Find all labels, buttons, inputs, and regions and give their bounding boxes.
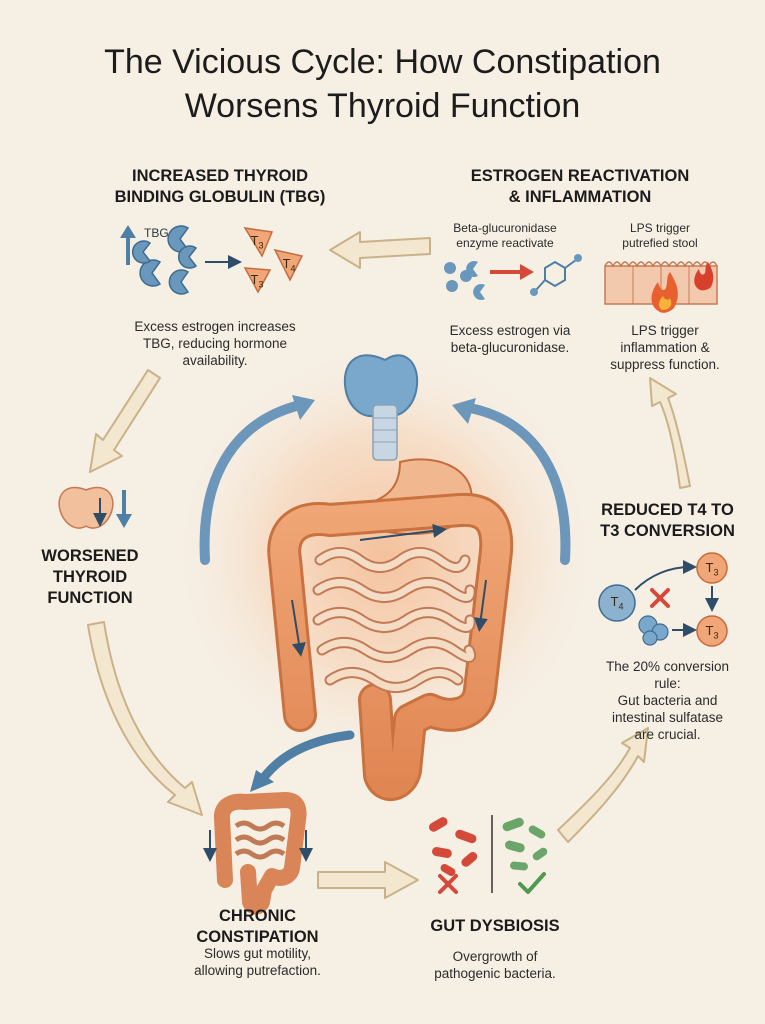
dysbiosis-heading: GUT DYSBIOSIS xyxy=(430,917,560,935)
tbg-description: Excess estrogen increases TBG, reducing … xyxy=(134,319,296,368)
cycle-arrow-tbg-to-worsened xyxy=(89,369,161,473)
estrogen-description-left: Excess estrogen via beta-glucuronidase. xyxy=(449,323,571,355)
cycle-arrow-dysbiosis-to-reduced xyxy=(557,727,649,843)
check-mark-icon xyxy=(518,872,546,894)
t3-token-2: T3 xyxy=(250,272,264,290)
bacteria-icon xyxy=(428,815,548,894)
t3-token-3: T3 xyxy=(705,560,719,578)
lps-label: LPS trigger putrefied stool xyxy=(622,221,698,250)
worsened-heading: WORSENED THYROID FUNCTION xyxy=(41,547,139,607)
estrogen-heading: ESTROGEN REACTIVATION & INFLAMMATION xyxy=(470,167,690,206)
bacteria-cluster-icon xyxy=(638,615,669,646)
constipation-description: Slows gut motility, allowing putrefactio… xyxy=(194,946,321,978)
cycle-arrow-worsened-to-constipation xyxy=(87,621,203,816)
cross-mark-icon xyxy=(650,588,670,608)
t4-token-1: T4 xyxy=(282,256,296,274)
cycle-arrow-estrogen-to-tbg xyxy=(329,231,431,269)
constipation-intestine-icon xyxy=(203,792,313,915)
t3-token-1: T3 xyxy=(250,233,264,251)
blue-arc-arrow-left xyxy=(199,400,305,565)
reduced-description: The 20% conversion rule: Gut bacteria an… xyxy=(605,659,730,742)
estrogen-description-right: LPS trigger inflammation & suppress func… xyxy=(610,323,720,372)
cross-mark-icon-2 xyxy=(438,874,458,894)
t3-token-4: T3 xyxy=(705,623,719,641)
thyroid-gland-icon xyxy=(343,354,419,461)
t3-hormone-icon-2 xyxy=(696,552,728,647)
molecule-icon xyxy=(444,254,582,300)
enzyme-label: Beta-glucuronidase enzyme reactivate xyxy=(453,221,557,250)
blue-arc-arrow-right xyxy=(465,403,571,565)
t3-hormone-icon xyxy=(243,227,304,294)
constipation-heading: CHRONIC CONSTIPATION xyxy=(196,907,319,946)
t4-token-2: T4 xyxy=(610,594,624,612)
tbg-icon-label: TBG xyxy=(144,226,169,240)
tbg-protein-icon xyxy=(120,225,242,295)
blue-arc-arrow-bottom xyxy=(257,730,355,785)
fire-icon xyxy=(651,262,714,313)
intestine-icon xyxy=(267,492,514,801)
thyroid-small-icon xyxy=(58,486,132,529)
t4-hormone-icon xyxy=(598,584,636,622)
cycle-arrow-reduced-to-estrogen xyxy=(649,377,691,489)
cycle-arrow-constipation-to-dysbiosis xyxy=(317,861,419,899)
dysbiosis-description: Overgrowth of pathogenic bacteria. xyxy=(434,949,556,981)
tbg-heading: INCREASED THYROID BINDING GLOBULIN (TBG) xyxy=(114,167,326,206)
page-title: The Vicious Cycle: How Constipation Wors… xyxy=(104,43,661,125)
reduced-heading: REDUCED T4 TO T3 CONVERSION xyxy=(600,501,735,540)
